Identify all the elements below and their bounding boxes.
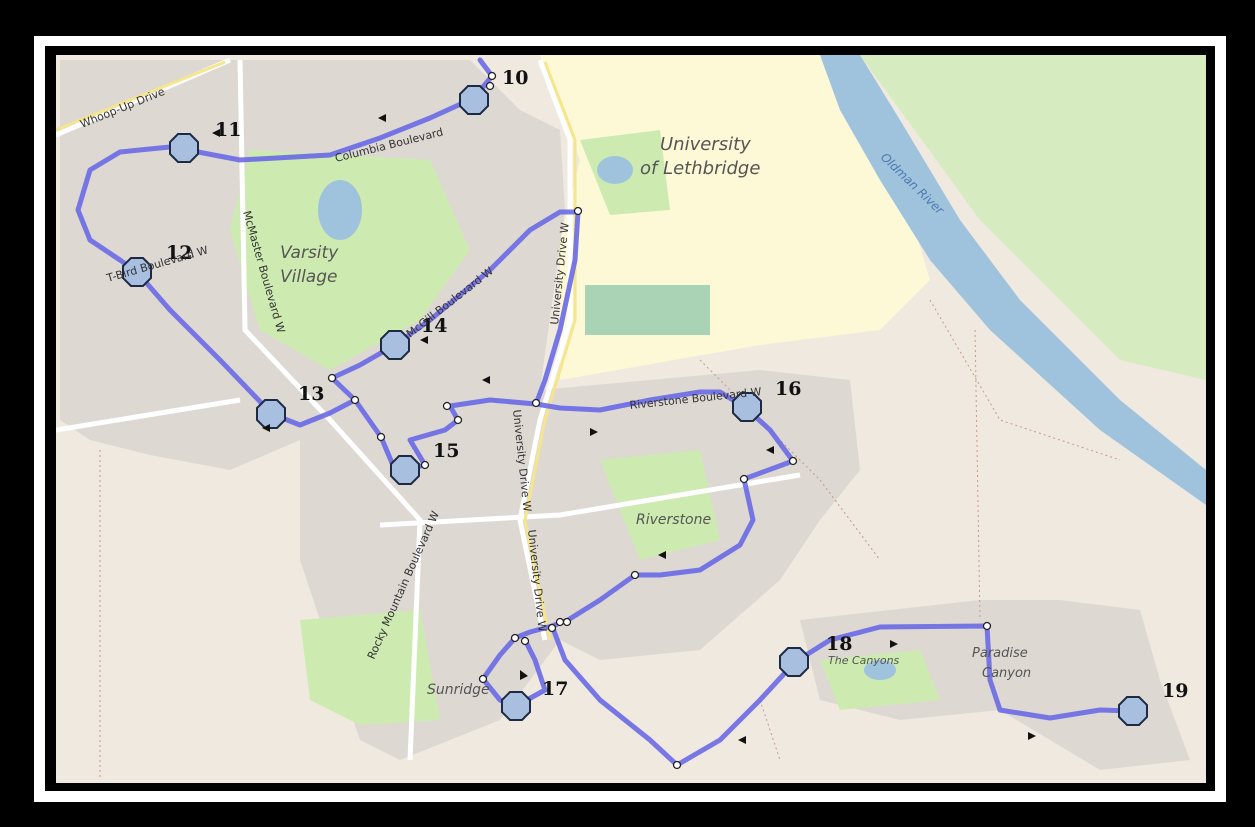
stop-label-17: 17 <box>542 678 568 700</box>
park-riverstone <box>600 450 720 560</box>
stops <box>122 85 1148 726</box>
direction-arrows <box>212 114 1036 744</box>
road-crosstown <box>379 472 801 528</box>
residential-riverstone <box>300 370 860 760</box>
route-segment-riverstone <box>329 209 796 629</box>
stop-label-18: 18 <box>826 633 852 655</box>
pond-campus <box>597 156 633 184</box>
stop-label-11: 11 <box>215 119 241 141</box>
stop-label-13: 13 <box>298 383 324 405</box>
place-canyons: The Canyons <box>828 654 900 667</box>
road-west <box>56 397 241 433</box>
route-segment-north <box>75 57 495 428</box>
road-university <box>517 59 573 641</box>
stop-label-12: 12 <box>166 242 192 264</box>
place-paradise-line1: Paradise <box>972 646 1028 661</box>
stop-label-15: 15 <box>433 440 459 462</box>
route-map[interactable]: 10 11 12 13 14 15 16 17 18 19 University… <box>56 55 1206 783</box>
stop-marker-10[interactable] <box>459 85 489 115</box>
place-varsity-line1: Varsity <box>280 243 339 263</box>
stop-marker-19[interactable] <box>1118 696 1148 726</box>
bus-route <box>75 57 1136 768</box>
route-segment-15 <box>329 375 539 473</box>
oldman-river <box>820 55 1206 505</box>
stop-label-10: 10 <box>502 67 528 89</box>
park-varsity <box>230 150 470 370</box>
stop-marker-11[interactable] <box>169 133 199 163</box>
stop-marker-12[interactable] <box>122 257 152 287</box>
place-university-line1: University <box>660 134 751 155</box>
map-canvas: 10 11 12 13 14 15 16 17 18 19 University… <box>56 55 1206 783</box>
place-sunridge: Sunridge <box>427 682 490 698</box>
route-vertices <box>327 71 992 770</box>
route-segment-17 <box>480 623 555 709</box>
major-roads <box>56 57 801 761</box>
arterial-roads <box>56 60 577 641</box>
residential-canyons <box>800 600 1190 770</box>
place-university-line2: of Lethbridge <box>640 158 760 179</box>
stop-label-19: 19 <box>1162 680 1188 702</box>
park-sunridge <box>300 610 440 725</box>
stop-marker-14[interactable] <box>380 330 410 360</box>
stop-label-14: 14 <box>421 315 447 337</box>
pond-canyons <box>864 660 896 680</box>
stop-marker-18[interactable] <box>779 647 809 677</box>
place-paradise-line2: Canyon <box>982 666 1031 681</box>
route-segment-canyons <box>549 623 1136 768</box>
stop-marker-13[interactable] <box>256 399 286 429</box>
stop-marker-16[interactable] <box>732 392 762 422</box>
road-mcmaster <box>237 59 423 761</box>
stop-marker-17[interactable] <box>501 691 531 721</box>
pond-varsity <box>318 180 362 240</box>
place-riverstone: Riverstone <box>636 512 711 528</box>
stop-marker-15[interactable] <box>390 455 420 485</box>
place-varsity-line2: Village <box>280 267 337 287</box>
sports-field <box>585 285 710 335</box>
park-coulees <box>860 55 1206 380</box>
stop-label-16: 16 <box>775 378 801 400</box>
